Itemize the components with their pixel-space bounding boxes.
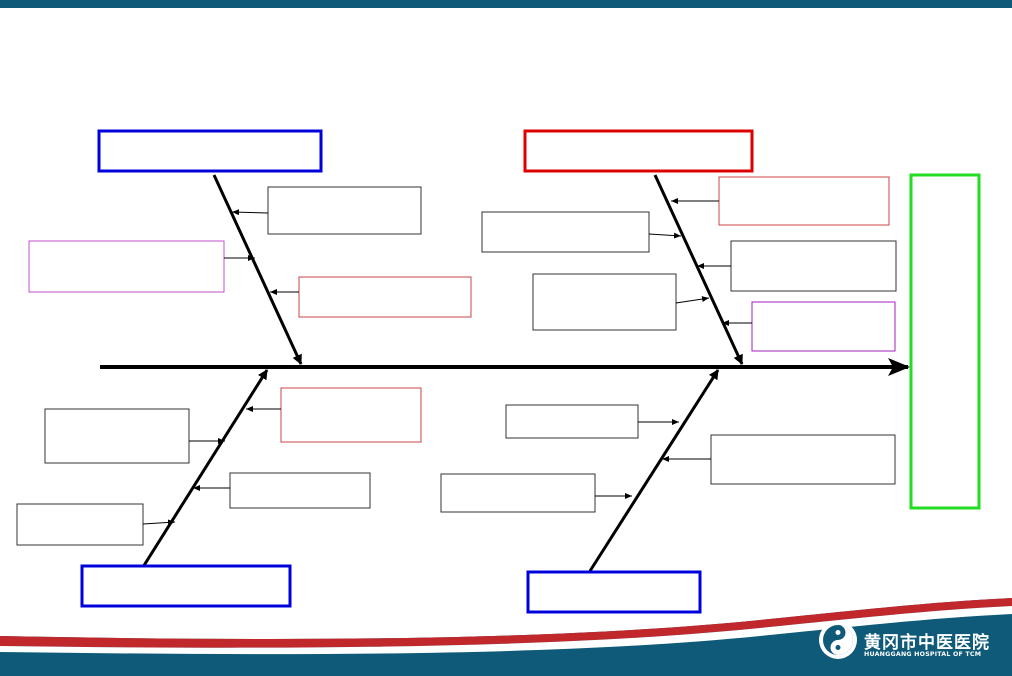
bone-top-right — [653, 174, 744, 365]
category-box-bottom-right — [526, 570, 702, 614]
cause-box — [751, 301, 896, 352]
cause-box — [505, 404, 639, 439]
cause-arrow — [231, 209, 269, 216]
effect-box — [909, 173, 981, 510]
category-box-top-left — [97, 129, 323, 173]
cause-box — [718, 176, 890, 226]
hospital-name: 黄冈市中医医院 — [864, 633, 990, 653]
cause-box — [280, 387, 422, 443]
cause-box — [440, 473, 596, 513]
hospital-name-english: HUANGGANG HOSPITAL OF TCM — [864, 651, 982, 658]
cause-arrow — [142, 519, 176, 526]
cause-arrow — [648, 232, 682, 239]
cause-box — [44, 408, 190, 464]
cause-box — [28, 240, 225, 293]
cause-box — [710, 434, 896, 485]
cause-box — [481, 211, 650, 253]
cause-box — [730, 240, 897, 292]
cause-box — [532, 273, 677, 331]
cause-box — [16, 503, 144, 546]
cause-box — [298, 276, 472, 318]
footer-band — [0, 598, 1012, 676]
bone-top-left — [212, 174, 303, 365]
hospital-logo-icon — [819, 621, 857, 659]
bone-bottom-left — [141, 369, 269, 568]
cause-box — [267, 186, 422, 235]
category-box-top-right — [523, 129, 754, 173]
header-bar — [0, 0, 1012, 8]
cause-box — [229, 472, 371, 509]
bone-bottom-right — [588, 369, 720, 572]
cause-arrow — [675, 296, 710, 304]
category-box-bottom-left — [80, 564, 292, 608]
